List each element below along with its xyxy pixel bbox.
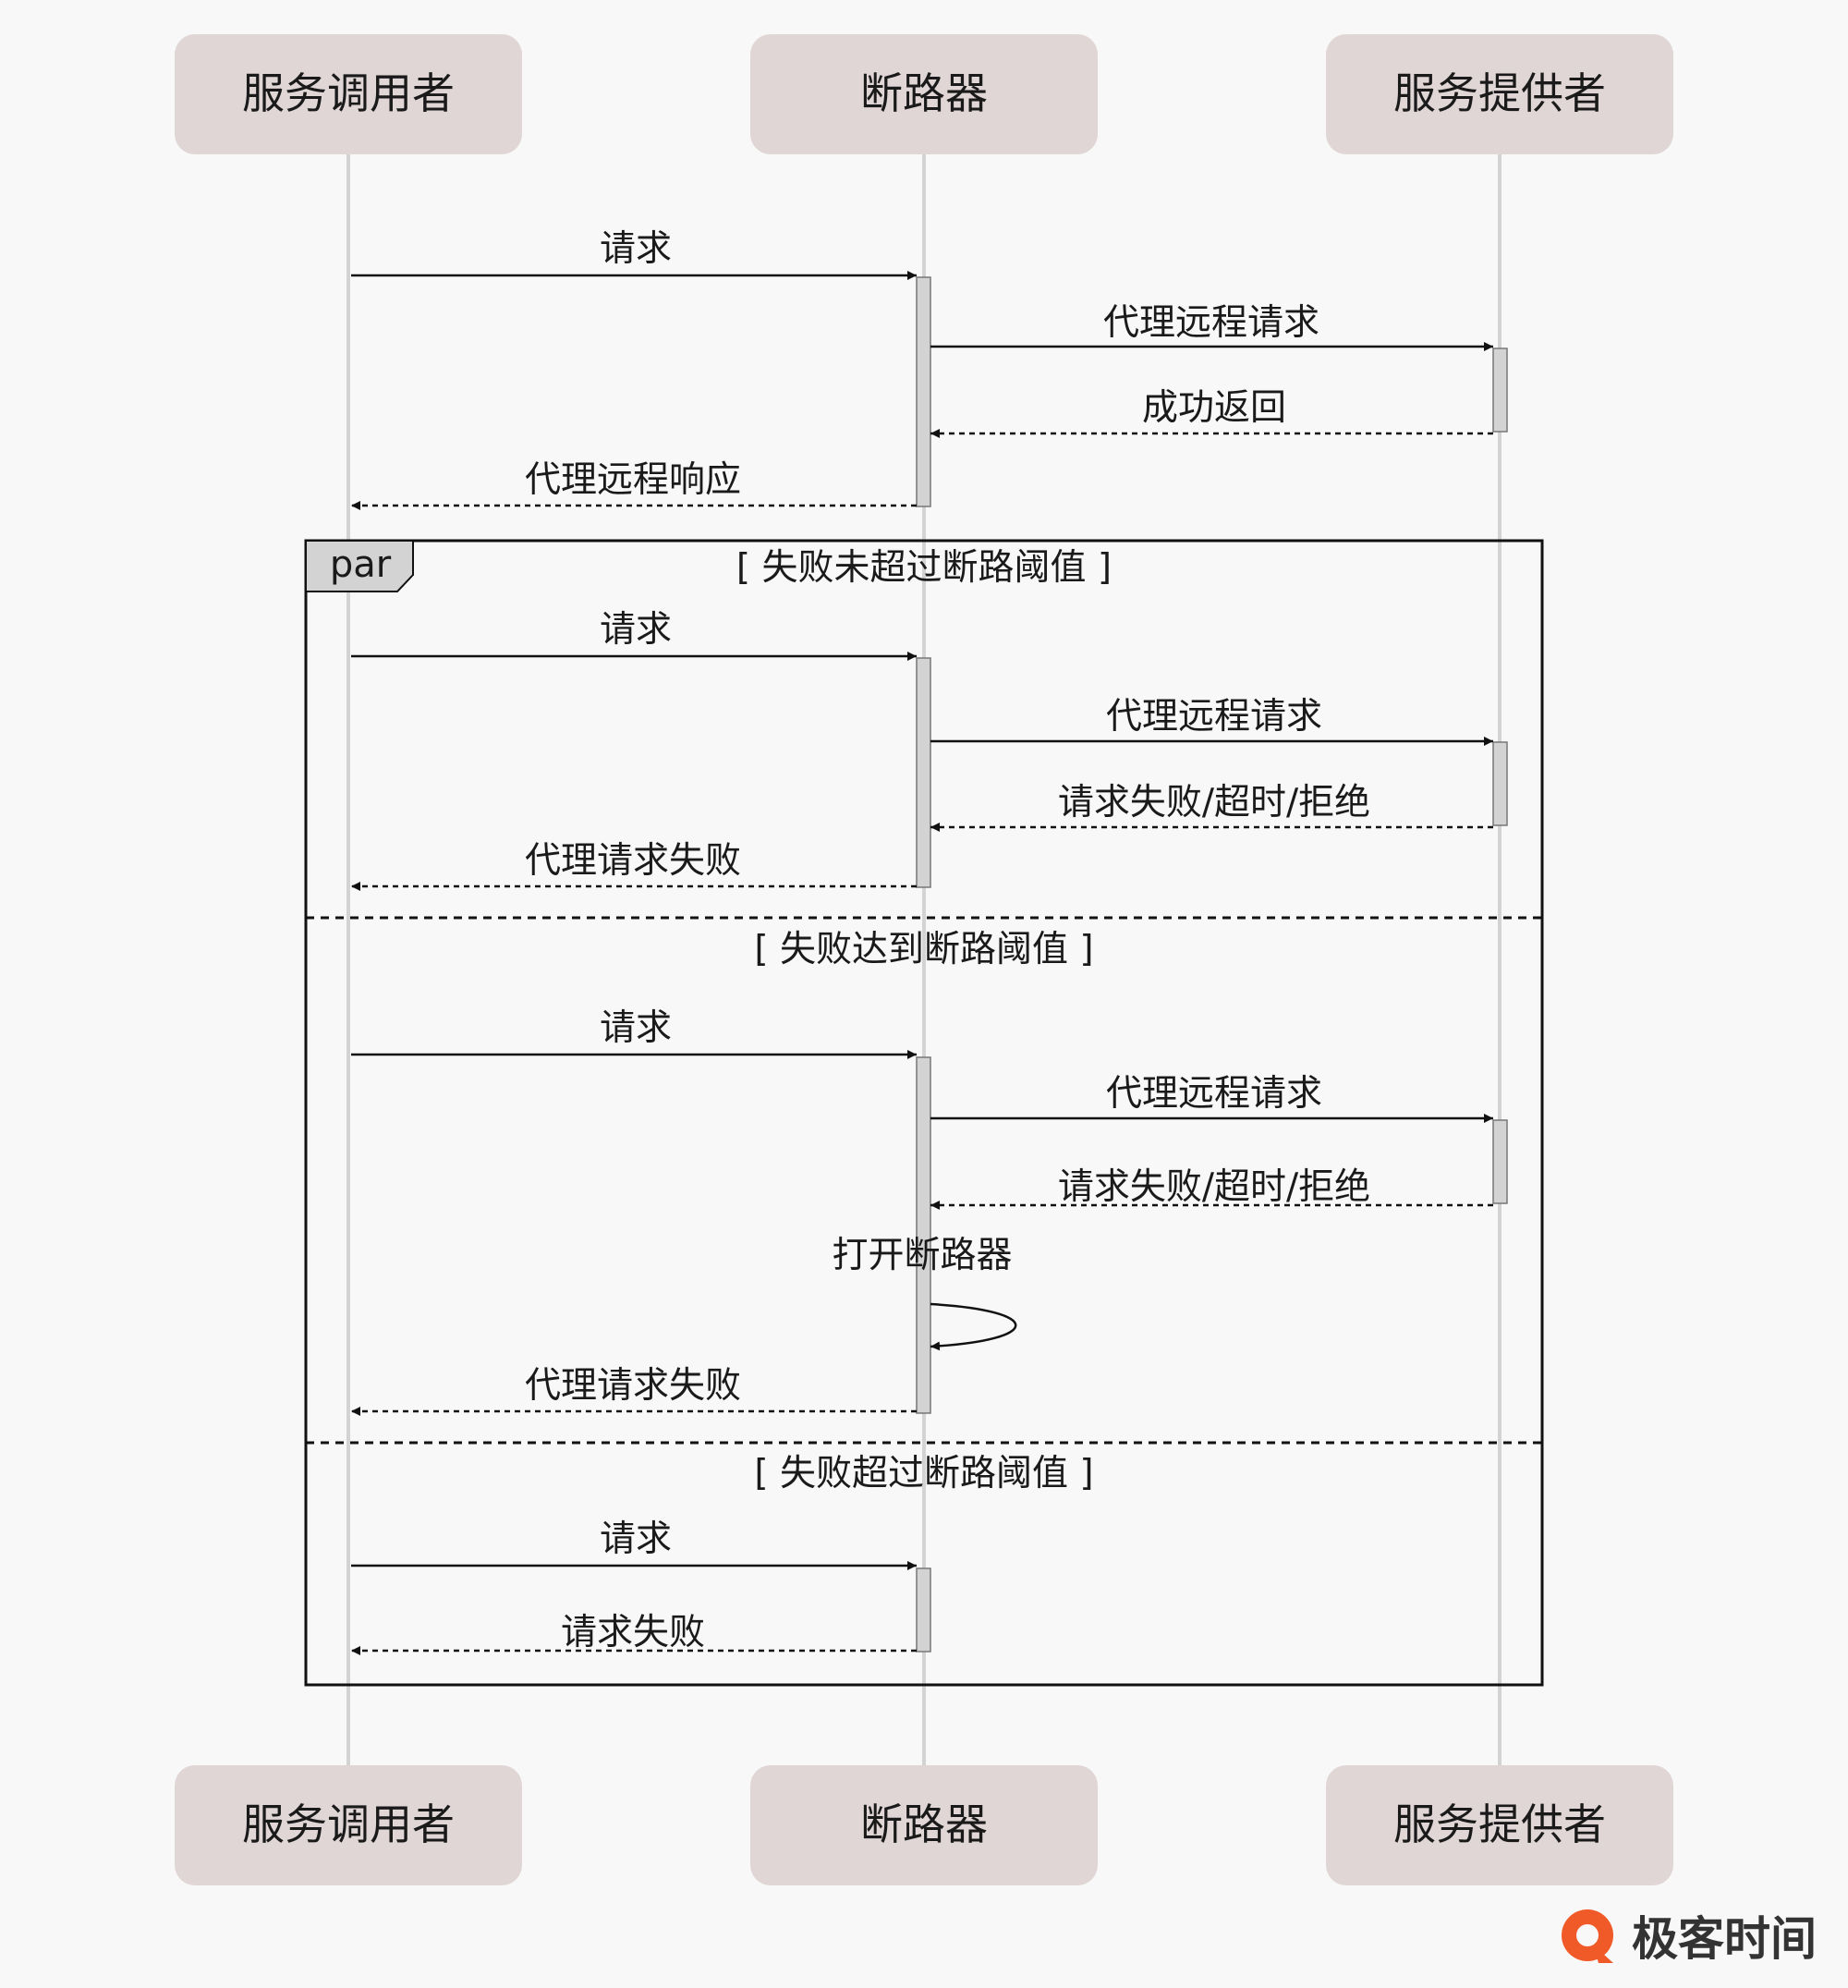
message-label: 代理远程请求	[1106, 1073, 1322, 1115]
activation-bar-breaker	[916, 276, 931, 507]
watermark-text: 极客时间	[1632, 1912, 1817, 1966]
geektime-logo-icon	[1562, 1909, 1613, 1963]
participant-breaker-bottom: 断路器	[750, 1765, 1098, 1885]
message-label: 代理请求失败	[525, 840, 741, 882]
section-1-messages: 请求 代理远程请求 请求失败/超时/拒绝 代理请求失败	[351, 609, 1493, 891]
message: 代理远程请求	[930, 1073, 1493, 1123]
message: 成功返回	[930, 387, 1493, 438]
activation-bar-breaker	[916, 1056, 931, 1414]
self-message-arrow	[930, 1302, 1017, 1351]
message-label: 代理请求失败	[525, 1365, 741, 1407]
participant-label: 服务提供者	[1393, 68, 1606, 118]
message-label: 请求	[600, 1007, 672, 1049]
participant-provider-bottom: 服务提供者	[1326, 1765, 1673, 1885]
activation-bar-provider	[1492, 741, 1508, 826]
participant-provider-top: 服务提供者	[1326, 34, 1673, 154]
message: 代理请求失败	[351, 840, 917, 891]
message: 请求	[351, 228, 917, 280]
section-3-messages: 请求 请求失败	[351, 1518, 917, 1655]
message-label: 代理远程响应	[525, 459, 741, 501]
participant-label: 服务提供者	[1393, 1799, 1606, 1849]
participant-box	[1326, 34, 1673, 154]
fragment-frame	[304, 539, 1544, 1687]
message: 代理请求失败	[351, 1365, 917, 1416]
participant-box	[175, 1765, 522, 1885]
message-label: 打开断路器	[832, 1235, 1012, 1276]
participant-label: 断路器	[860, 1799, 988, 1849]
participant-label: 服务调用者	[242, 1799, 455, 1849]
activation-bar-breaker	[916, 1567, 931, 1653]
participant-label: 断路器	[860, 68, 988, 118]
message-label: 请求	[600, 609, 672, 651]
message-label: 代理远程请求	[1103, 302, 1319, 344]
message: 请求失败/超时/拒绝	[930, 782, 1493, 832]
activation-bar-provider	[1492, 348, 1508, 433]
message: 代理远程响应	[351, 459, 917, 510]
participant-breaker-top: 断路器	[750, 34, 1098, 154]
watermark: 极客时间	[1562, 1909, 1817, 1966]
initial-messages: 请求 代理远程请求 成功返回 代理远程响应	[351, 228, 1493, 510]
section-2-messages: 请求 代理远程请求 请求失败/超时/拒绝 打开断路器 代理请求失败	[351, 1007, 1493, 1416]
participant-box	[750, 34, 1098, 154]
message: 代理远程请求	[930, 696, 1493, 746]
participant-caller-top: 服务调用者	[175, 34, 522, 154]
activation-bars	[916, 276, 1508, 1653]
message-label: 请求	[600, 1518, 672, 1560]
message-label: 成功返回	[1142, 387, 1286, 429]
activation-bar-breaker	[916, 657, 931, 888]
message: 请求	[351, 1007, 917, 1059]
message-label: 请求失败/超时/拒绝	[1058, 1166, 1370, 1208]
fragment-guard: [ 失败未超过断路阈值 ]	[736, 547, 1112, 589]
message-label: 请求失败	[561, 1612, 705, 1653]
participant-box	[1326, 1765, 1673, 1885]
participant-box	[175, 34, 522, 154]
message: 请求失败	[351, 1612, 917, 1655]
fragment-operator-label: par	[330, 543, 392, 586]
message: 请求	[351, 609, 917, 661]
message: 代理远程请求	[930, 302, 1493, 351]
participant-label: 服务调用者	[242, 68, 455, 118]
self-message: 打开断路器	[832, 1235, 1017, 1351]
fragment-operator-tab	[305, 540, 414, 592]
message-label: 请求	[600, 228, 672, 270]
fragment-guard: [ 失败超过断路阈值 ]	[754, 1453, 1093, 1494]
activation-bar-provider	[1492, 1119, 1508, 1204]
message-label: 代理远程请求	[1106, 696, 1322, 738]
participant-caller-bottom: 服务调用者	[175, 1765, 522, 1885]
message: 请求	[351, 1518, 917, 1570]
par-fragment: par [ 失败未超过断路阈值 ] [ 失败达到断路阈值 ] [ 失败超过断路阈…	[304, 539, 1544, 1687]
message: 请求失败/超时/拒绝	[930, 1166, 1493, 1210]
participant-heads-bottom: 服务调用者 断路器 服务提供者	[175, 1765, 1673, 1885]
message-label: 请求失败/超时/拒绝	[1058, 782, 1370, 823]
participant-box	[750, 1765, 1098, 1885]
fragment-guard: [ 失败达到断路阈值 ]	[754, 929, 1093, 970]
participant-heads-top: 服务调用者 断路器 服务提供者	[175, 34, 1673, 154]
